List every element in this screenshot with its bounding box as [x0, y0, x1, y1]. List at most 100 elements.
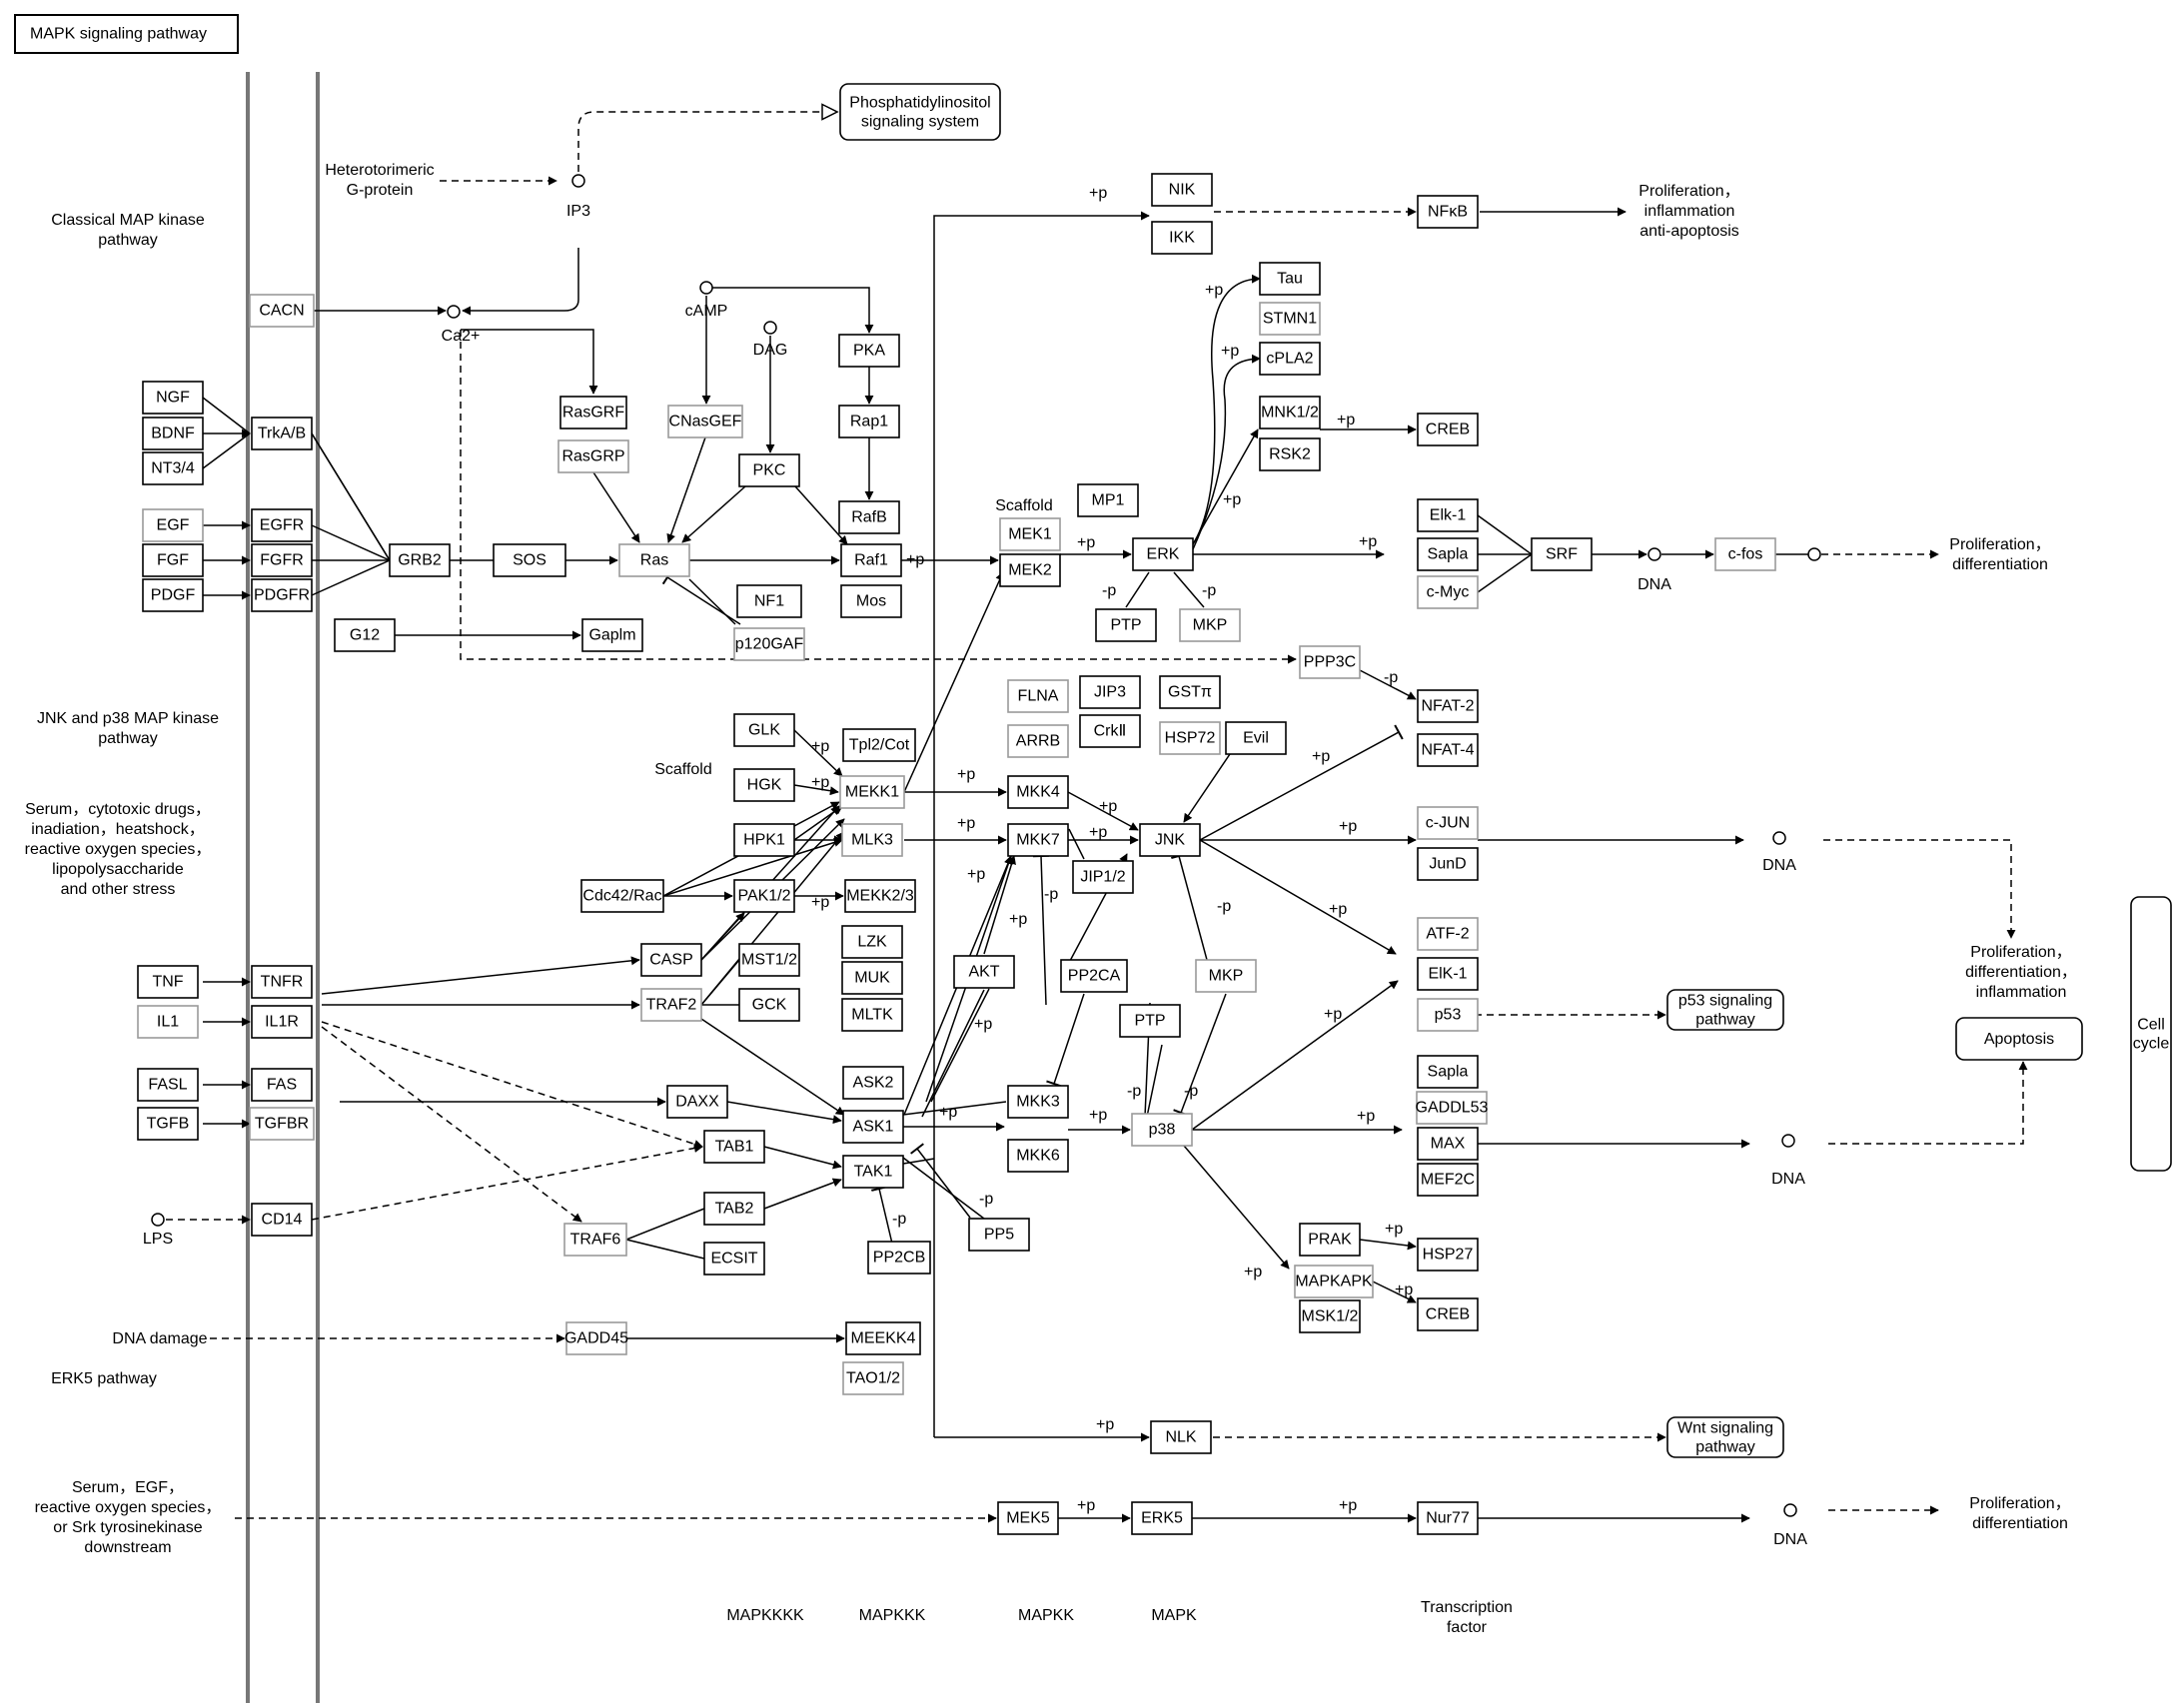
gene-tpl2[interactable]: Tpl2/Cot — [842, 728, 916, 762]
gene-ask1[interactable]: ASK1 — [842, 1110, 904, 1144]
gene-ngf[interactable]: NGF — [142, 381, 204, 415]
gene-tao12[interactable]: TAO1/2 — [842, 1361, 904, 1395]
gene-mek5[interactable]: MEK5 — [997, 1501, 1059, 1535]
gene-sapla1[interactable]: Sapla — [1417, 537, 1479, 571]
gene-mnk12[interactable]: MNK1/2 — [1259, 396, 1321, 429]
gene-mkk3[interactable]: MKK3 — [1007, 1085, 1069, 1119]
gene-cfos[interactable]: c-fos — [1714, 537, 1776, 571]
gene-ras[interactable]: Ras — [618, 543, 690, 577]
gene-akt[interactable]: AKT — [953, 955, 1015, 989]
gene-nfkb[interactable]: NFκB — [1417, 195, 1479, 229]
gene-tnf[interactable]: TNF — [137, 965, 199, 999]
gene-creb1[interactable]: CREB — [1417, 413, 1479, 446]
gene-cacn[interactable]: CACN — [249, 294, 315, 328]
gene-tnfr[interactable]: TNFR — [251, 965, 313, 999]
gene-jnk[interactable]: JNK — [1139, 823, 1201, 857]
gene-pkc[interactable]: PKC — [738, 453, 800, 487]
gene-mapkapk[interactable]: MAPKAPK — [1294, 1265, 1374, 1298]
gene-grb2[interactable]: GRB2 — [389, 543, 451, 577]
gene-rsk2[interactable]: RSK2 — [1259, 437, 1321, 471]
gene-gaplm[interactable]: Gaplm — [581, 618, 643, 652]
gene-egf[interactable]: EGF — [142, 508, 204, 542]
gene-stmn1[interactable]: STMN1 — [1259, 302, 1321, 336]
gene-mlk3[interactable]: MLK3 — [841, 823, 903, 857]
gene-mltk[interactable]: MLTK — [841, 998, 903, 1032]
gene-hgk[interactable]: HGK — [733, 768, 795, 802]
gene-cpla2[interactable]: cPLA2 — [1259, 342, 1321, 376]
gene-tak1[interactable]: TAK1 — [842, 1155, 904, 1189]
gene-mek1[interactable]: MEK1 — [999, 517, 1061, 551]
gene-tab1[interactable]: TAB1 — [703, 1130, 765, 1164]
gene-ikk[interactable]: IKK — [1151, 221, 1213, 255]
gene-hsp72[interactable]: HSP72 — [1159, 721, 1221, 755]
gene-bdnf[interactable]: BDNF — [142, 417, 204, 450]
gene-traf6[interactable]: TRAF6 — [563, 1223, 627, 1257]
gene-atf2[interactable]: ATF-2 — [1417, 917, 1479, 951]
gene-erk[interactable]: ERK — [1132, 537, 1194, 571]
gene-erk5[interactable]: ERK5 — [1131, 1501, 1193, 1535]
gene-glk[interactable]: GLK — [733, 713, 795, 747]
gene-nf1[interactable]: NF1 — [736, 584, 802, 618]
gene-raf1[interactable]: Raf1 — [840, 543, 902, 577]
gene-mef2c[interactable]: MEF2C — [1417, 1163, 1479, 1197]
gene-sos[interactable]: SOS — [493, 543, 566, 577]
gene-tau[interactable]: Tau — [1259, 262, 1321, 296]
gene-meekk4[interactable]: MEEKK4 — [845, 1321, 921, 1355]
pathway-apoptosis[interactable]: Apoptosis — [1955, 1017, 2083, 1061]
gene-msk12[interactable]: MSK1/2 — [1299, 1299, 1361, 1333]
gene-nfat4[interactable]: NFAT-4 — [1417, 733, 1479, 767]
gene-crkii[interactable]: CrkⅡ — [1079, 714, 1141, 748]
gene-mekk1[interactable]: MEKK1 — [839, 775, 905, 809]
gene-arrb[interactable]: ARRB — [1007, 724, 1069, 758]
gene-mekk23[interactable]: MEKK2/3 — [844, 879, 916, 913]
gene-tgfb[interactable]: TGFB — [137, 1107, 199, 1141]
gene-p53[interactable]: p53 — [1417, 998, 1479, 1032]
gene-ppp3c[interactable]: PPP3C — [1299, 645, 1361, 679]
gene-flna[interactable]: FLNA — [1007, 679, 1069, 713]
gene-pp5[interactable]: PP5 — [968, 1218, 1030, 1252]
gene-mp1[interactable]: MP1 — [1077, 483, 1139, 517]
gene-jund[interactable]: JunD — [1417, 847, 1479, 881]
gene-mos[interactable]: Mos — [840, 584, 902, 618]
gene-jip12[interactable]: JIP1/2 — [1072, 860, 1134, 894]
gene-mkk4[interactable]: MKK4 — [1007, 775, 1069, 809]
gene-daxx[interactable]: DAXX — [666, 1085, 728, 1119]
gene-hsp27[interactable]: HSP27 — [1417, 1238, 1479, 1272]
gene-tab2[interactable]: TAB2 — [703, 1192, 765, 1226]
gene-pp2cb[interactable]: PP2CB — [867, 1241, 931, 1275]
gene-casp[interactable]: CASP — [640, 943, 702, 977]
gene-trkab[interactable]: TrkA/B — [251, 417, 313, 450]
gene-cnasgef[interactable]: CNasGEF — [667, 405, 743, 438]
gene-mst12[interactable]: MST1/2 — [738, 943, 800, 977]
gene-ptp1[interactable]: PTP — [1095, 608, 1157, 642]
gene-cdc42[interactable]: Cdc42/Rac — [580, 879, 664, 913]
gene-p38[interactable]: p38 — [1131, 1113, 1193, 1147]
gene-rasgrp[interactable]: RasGRP — [557, 439, 629, 473]
gene-pp2ca[interactable]: PP2CA — [1060, 959, 1128, 993]
gene-pdgf[interactable]: PDGF — [142, 578, 204, 612]
gene-rap1[interactable]: Rap1 — [838, 405, 900, 438]
gene-pak12[interactable]: PAK1/2 — [733, 879, 795, 913]
gene-jip3[interactable]: JIP3 — [1079, 675, 1141, 709]
gene-rasgrf[interactable]: RasGRF — [559, 396, 627, 429]
gene-fgfr[interactable]: FGFR — [251, 543, 313, 577]
gene-nt34[interactable]: NT3/4 — [142, 451, 204, 485]
gene-nlk[interactable]: NLK — [1150, 1420, 1212, 1454]
gene-mkp1[interactable]: MKP — [1179, 608, 1241, 642]
gene-ask2[interactable]: ASK2 — [842, 1066, 904, 1100]
gene-g12[interactable]: G12 — [334, 618, 396, 652]
gene-nik[interactable]: NIK — [1151, 173, 1213, 207]
gene-ecsit[interactable]: ECSIT — [703, 1242, 765, 1276]
gene-sapla2[interactable]: Sapla — [1417, 1055, 1479, 1089]
gene-cmyc[interactable]: c-Myc — [1417, 575, 1479, 609]
gene-il1r[interactable]: IL1R — [251, 1005, 313, 1039]
gene-ptp2[interactable]: PTP — [1119, 1004, 1181, 1038]
gene-egfr[interactable]: EGFR — [251, 508, 313, 542]
gene-cjun[interactable]: c-JUN — [1417, 806, 1479, 840]
gene-hpk1[interactable]: HPK1 — [733, 823, 795, 857]
gene-lzk[interactable]: LZK — [841, 925, 903, 959]
gene-p120gaf[interactable]: p120GAF — [733, 627, 805, 661]
gene-mkk7[interactable]: MKK7 — [1007, 823, 1069, 857]
